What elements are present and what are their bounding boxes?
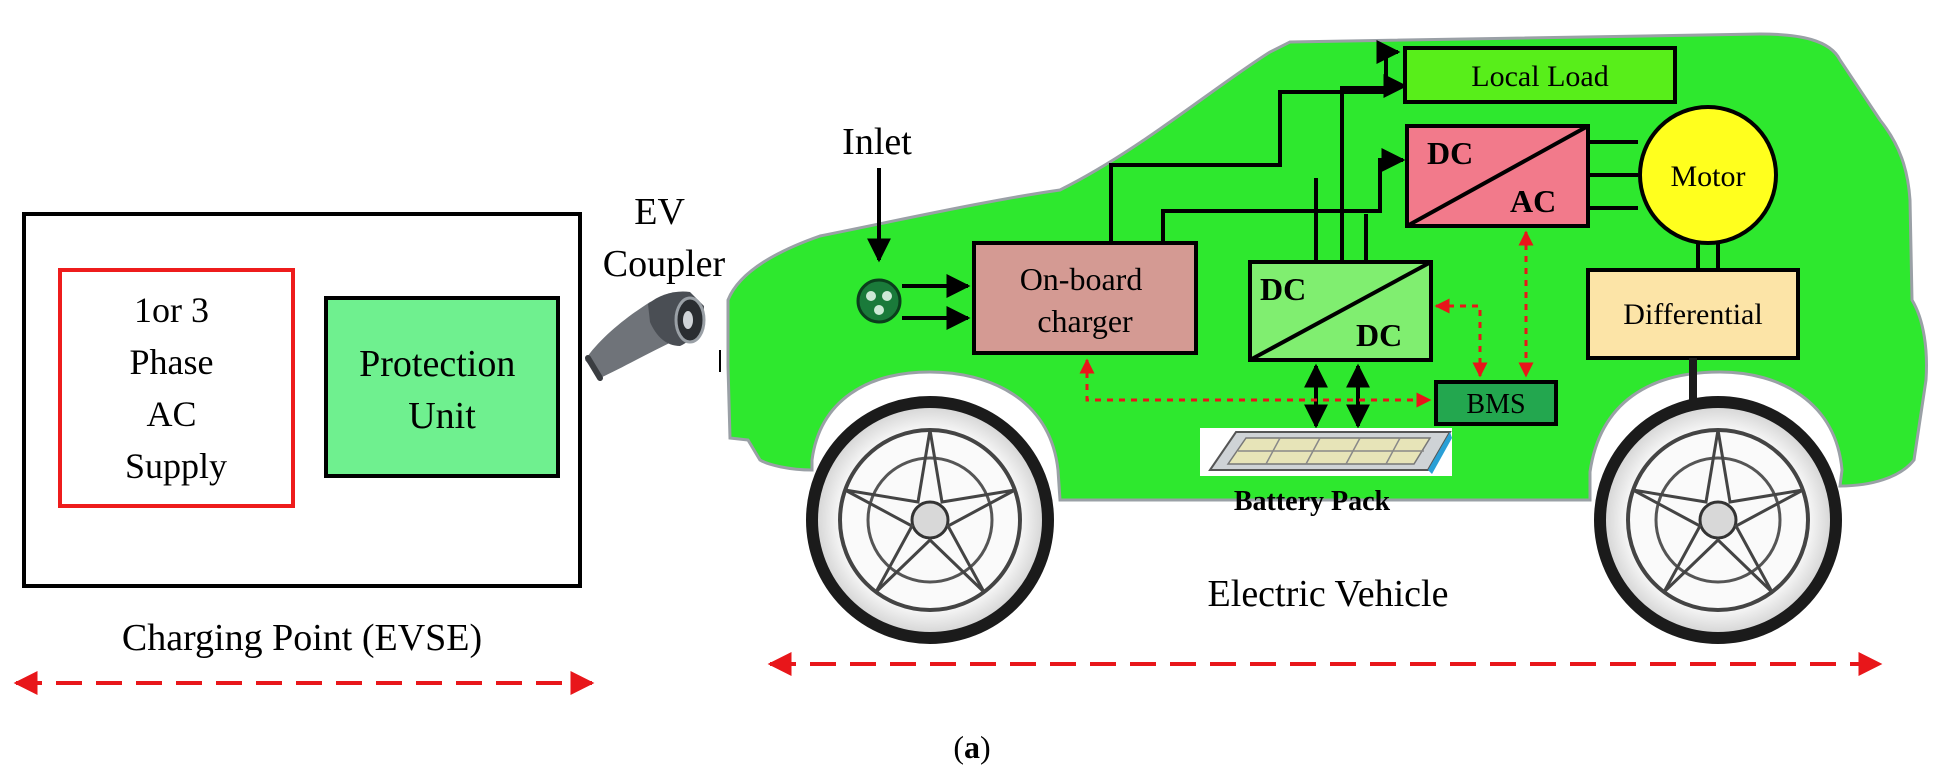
onboard-charger-box <box>972 241 1198 355</box>
dcac-bottom-label: AC <box>1510 183 1556 219</box>
dcdc-top-label: DC <box>1260 271 1306 307</box>
figure-label: (a) <box>953 729 990 765</box>
ac-supply-label: 1or 3 Phase AC Supply <box>125 290 227 486</box>
bms-charger-link <box>1079 358 1432 408</box>
charging-point-caption: Charging Point (EVSE) <box>122 617 482 659</box>
bms-box <box>1434 380 1558 426</box>
dcdc-to-locallocal-wire-2 <box>1340 74 1408 262</box>
rear-wheel <box>1594 396 1842 644</box>
dcdc-bottom-label: DC <box>1356 317 1402 353</box>
inlet-socket-icon <box>856 278 902 324</box>
electric-vehicle-caption: Electric Vehicle <box>1208 573 1449 615</box>
protection-unit-label: Protection Unit <box>359 343 525 437</box>
motor-label: Motor <box>1671 160 1746 193</box>
ev-coupler: EV Coupler <box>585 191 726 381</box>
onboard-charger-label: On-board charger <box>1020 261 1151 339</box>
charger-to-dcac-wire <box>1161 148 1406 243</box>
electric-vehicle: Inlet On-board charger Local Load DC AC <box>726 32 1928 676</box>
local-load-box <box>1403 46 1677 104</box>
charging-point: 1or 3 Phase AC Supply Protection Unit Ch… <box>13 212 595 695</box>
bms-label: BMS <box>1466 389 1525 420</box>
battery-pack-label: Battery Pack <box>1234 486 1391 517</box>
bms-dcdc-link <box>1434 298 1488 378</box>
dcdc-diagonal <box>1249 260 1432 362</box>
battery-pack-icon <box>1200 428 1452 476</box>
ac-supply-box <box>58 268 295 508</box>
motor-circle <box>1638 105 1778 245</box>
ev-coupler-label: EV Coupler <box>603 191 726 285</box>
dcac-top-label: DC <box>1427 135 1473 171</box>
local-load-label: Local Load <box>1471 60 1608 93</box>
dcac-diagonal <box>1406 124 1589 228</box>
charger-to-dcac-wire-2 <box>1109 40 1401 243</box>
protection-unit-box <box>324 296 560 478</box>
inlet-label: Inlet <box>842 121 912 163</box>
plug-icon <box>585 291 706 381</box>
front-wheel <box>806 396 1054 644</box>
differential-label: Differential <box>1623 298 1762 331</box>
